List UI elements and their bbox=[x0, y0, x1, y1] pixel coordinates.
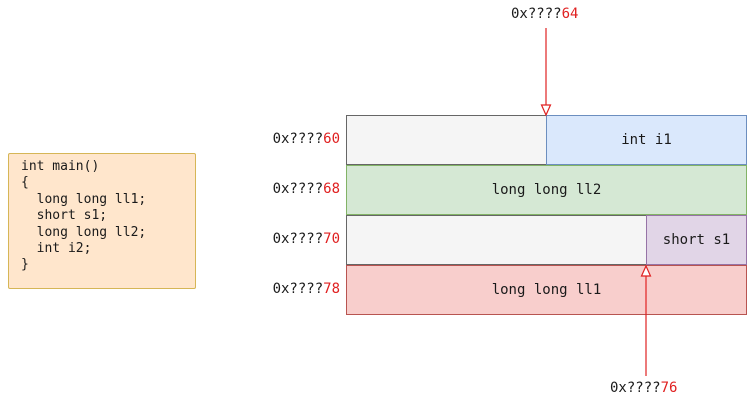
address-suffix: 78 bbox=[323, 281, 340, 297]
code-line: int i2; bbox=[21, 240, 92, 256]
address-prefix: 0x???? bbox=[272, 131, 324, 147]
address-suffix: 64 bbox=[561, 6, 579, 22]
address-prefix: 0x???? bbox=[272, 281, 324, 297]
address-prefix: 0x???? bbox=[272, 181, 324, 197]
address-label-70: 0x????70 bbox=[273, 231, 340, 247]
code-line: int main() bbox=[21, 159, 100, 174]
pointer-label-64: 0x????64 bbox=[511, 6, 578, 22]
address-suffix: 70 bbox=[323, 231, 340, 247]
address-label-68: 0x????68 bbox=[273, 181, 340, 197]
memory-cell-padding bbox=[346, 115, 547, 165]
address-suffix: 60 bbox=[323, 131, 340, 147]
address-prefix: 0x???? bbox=[272, 231, 324, 247]
address-label-78: 0x????78 bbox=[273, 281, 340, 297]
pointer-label-76: 0x????76 bbox=[610, 380, 677, 396]
code-line: } bbox=[21, 257, 29, 273]
address-prefix: 0x???? bbox=[610, 380, 661, 396]
code-line: long long ll2; bbox=[21, 224, 147, 240]
pointer-arrow-76-head bbox=[640, 264, 652, 277]
memory-cell-int-i1: int i1 bbox=[546, 115, 747, 165]
code-line: long long ll1; bbox=[21, 191, 147, 207]
memory-cell-ll2: long long ll2 bbox=[346, 165, 747, 215]
code-line: short s1; bbox=[21, 208, 108, 224]
address-suffix: 76 bbox=[660, 380, 678, 396]
code-line: { bbox=[21, 175, 29, 191]
memory-cell-ll1: long long ll1 bbox=[346, 265, 747, 315]
address-suffix: 68 bbox=[323, 181, 340, 197]
address-prefix: 0x???? bbox=[511, 6, 562, 22]
code-box: int main() { long long ll1; short s1; lo… bbox=[8, 153, 196, 289]
pointer-arrow-64-head bbox=[540, 104, 552, 117]
address-label-60: 0x????60 bbox=[273, 131, 340, 147]
memory-cell-short-s1: short s1 bbox=[646, 215, 747, 265]
